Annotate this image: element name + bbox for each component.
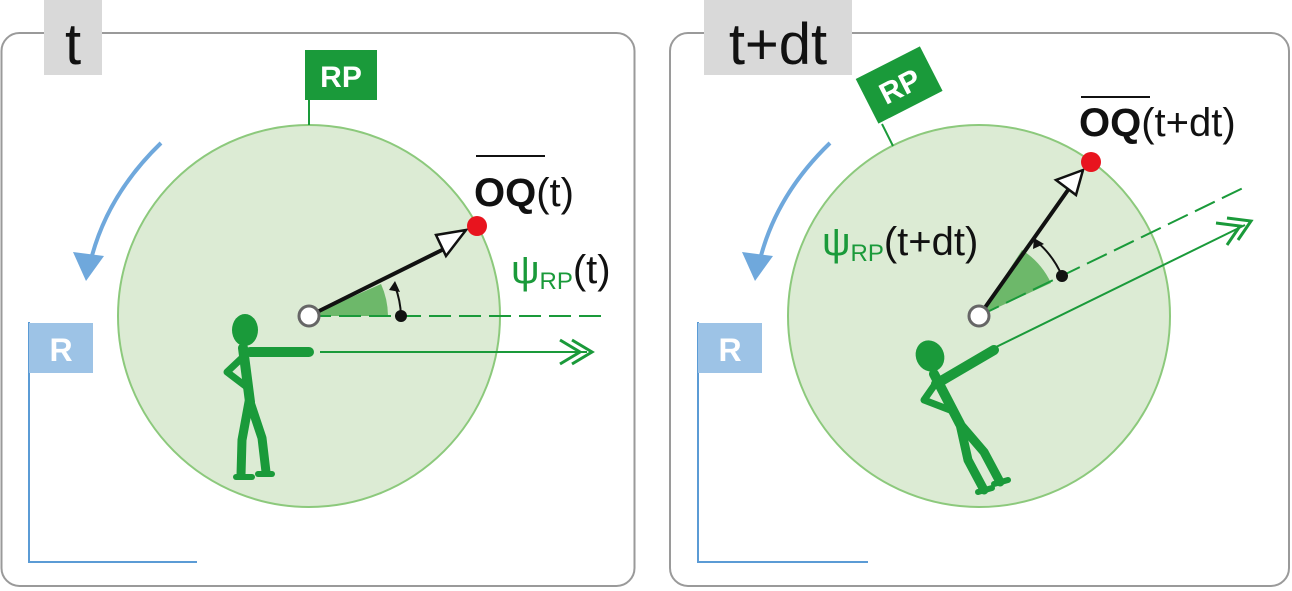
time-tag <box>44 0 102 75</box>
psi-subscript: RP <box>851 240 884 267</box>
vector-arg: (t+dt) <box>1141 101 1235 145</box>
r-flag <box>698 323 762 373</box>
psi-label: ψRP(t) <box>511 248 611 295</box>
svg-text:OQ(t+dt): OQ(t+dt) <box>1079 101 1236 145</box>
reference-dashed-line <box>978 187 1244 317</box>
angle-arc-arrow <box>1033 238 1068 282</box>
point-q <box>467 216 487 236</box>
point-q <box>1081 152 1101 172</box>
rp-flag: RP <box>855 46 943 147</box>
vector-name: OQ <box>1079 101 1141 145</box>
origin-point <box>297 304 321 328</box>
rp-flag: RP <box>305 50 377 125</box>
time-label: t+dt <box>729 12 827 77</box>
rotation-arrow-icon <box>73 141 163 281</box>
person-figure <box>223 314 314 480</box>
angle-arc-arrow <box>389 281 407 322</box>
panel-t-plus-dt: t+dt R RP <box>669 0 1290 587</box>
psi-symbol: ψ <box>511 248 540 292</box>
rotation-arrow-icon <box>742 141 832 281</box>
reference-frame-r: R <box>697 322 868 563</box>
angle-wedge <box>979 250 1051 316</box>
psi-subscript: RP <box>540 268 573 295</box>
time-label: t <box>65 12 81 77</box>
pointing-direction-arrow <box>320 338 595 366</box>
reference-frame-r: R <box>28 322 197 563</box>
r-flag <box>29 323 93 373</box>
panel-t: t R RP <box>0 0 636 587</box>
vector-name: OQ <box>474 171 536 215</box>
psi-arg: (t) <box>573 248 611 292</box>
person-figure <box>915 340 1011 495</box>
vector-label: OQ(t) <box>474 155 574 215</box>
rp-label: RP <box>320 61 362 94</box>
pointing-direction-arrow <box>989 216 1254 351</box>
svg-text:OQ(t): OQ(t) <box>474 171 574 215</box>
psi-label: ψRP(t+dt) <box>822 220 978 267</box>
r-label: R <box>718 332 741 368</box>
vector-oq <box>308 228 469 318</box>
r-label: R <box>49 332 72 368</box>
vector-label: OQ(t+dt) <box>1079 96 1236 145</box>
vector-oq <box>977 167 1085 318</box>
psi-symbol: ψ <box>822 220 851 264</box>
psi-arg: (t+dt) <box>884 220 978 264</box>
vector-arg: (t) <box>536 171 574 215</box>
origin-point <box>967 304 991 328</box>
time-tag <box>704 0 852 75</box>
